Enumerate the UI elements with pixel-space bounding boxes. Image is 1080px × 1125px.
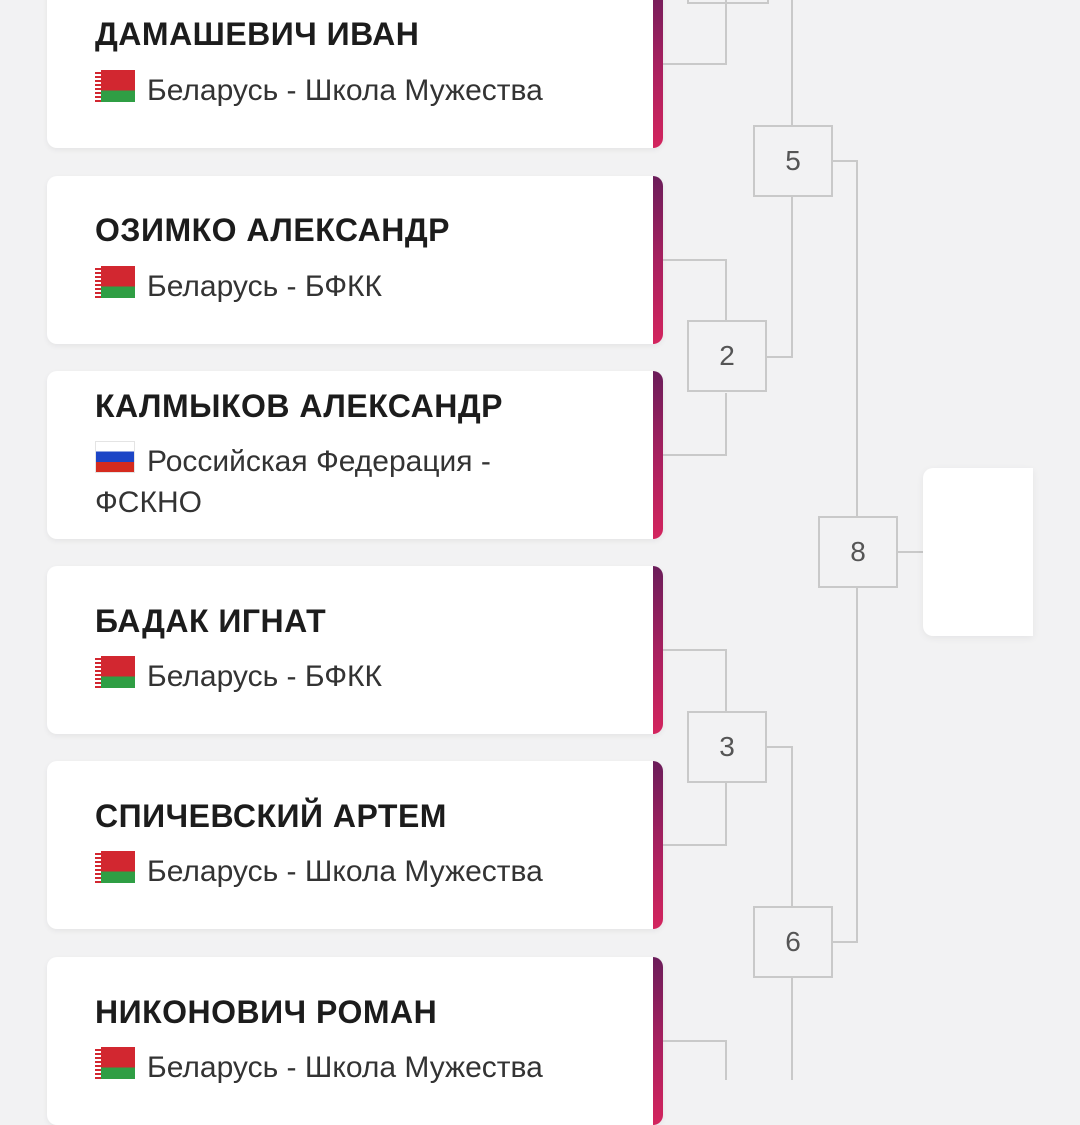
- participant-card[interactable]: БАДАК ИГНАТ Беларусь - БФКК: [47, 566, 663, 734]
- participant-name: ДАМАШЕВИЧ ИВАН: [95, 16, 420, 52]
- participant-card[interactable]: СПИЧЕВСКИЙ АРТЕМ Беларусь - Школа Мужест…: [47, 761, 663, 929]
- card-accent-bar: [653, 371, 663, 539]
- bracket-line: [725, 1040, 727, 1080]
- bracket-line: [663, 1040, 727, 1042]
- participant-club: Российская Федерация - ФСКНО: [95, 441, 565, 523]
- bracket-line: [791, 0, 793, 126]
- bracket-line: [791, 978, 793, 1080]
- bracket-line: [725, 0, 727, 65]
- participant-card[interactable]: КАЛМЫКОВ АЛЕКСАНДР Российская Федерация …: [47, 371, 663, 539]
- participant-card[interactable]: ОЗИМКО АЛЕКСАНДР Беларусь - БФКК: [47, 176, 663, 344]
- belarus-flag-icon: [95, 70, 135, 102]
- match-box-3[interactable]: 3: [687, 711, 767, 783]
- belarus-flag-icon: [95, 266, 135, 298]
- participant-name: БАДАК ИГНАТ: [95, 603, 327, 639]
- participant-club: Беларусь - Школа Мужества: [95, 851, 565, 892]
- card-accent-bar: [653, 761, 663, 929]
- bracket-line: [725, 783, 727, 846]
- bracket-line: [856, 160, 858, 517]
- participant-club: Беларусь - БФКК: [95, 656, 565, 697]
- participant-club: Беларусь - Школа Мужества: [95, 70, 565, 111]
- bracket-line: [663, 454, 727, 456]
- card-accent-bar: [653, 0, 663, 148]
- bracket-line: [833, 160, 858, 162]
- bracket-line: [767, 356, 793, 358]
- bracket-line: [663, 649, 727, 651]
- belarus-flag-icon: [95, 1047, 135, 1079]
- card-accent-bar: [653, 957, 663, 1125]
- bracket-line: [833, 941, 858, 943]
- participant-name: КАЛМЫКОВ АЛЕКСАНДР: [95, 388, 503, 424]
- card-accent-bar: [653, 566, 663, 734]
- participant-card[interactable]: НИКОНОВИЧ РОМАН Беларусь - Школа Мужеств…: [47, 957, 663, 1125]
- winner-card[interactable]: [923, 468, 1033, 636]
- match-box-8[interactable]: 8: [818, 516, 898, 588]
- tournament-bracket: ДАМАШЕВИЧ ИВАН Беларусь - Школа Мужества…: [47, 0, 1033, 1125]
- match-box-2[interactable]: 2: [687, 320, 767, 392]
- bracket-line: [791, 197, 793, 358]
- bracket-line: [856, 588, 858, 943]
- bracket-line: [767, 746, 793, 748]
- russia-flag-icon: [95, 441, 135, 473]
- match-box-5[interactable]: 5: [753, 125, 833, 197]
- match-box-6[interactable]: 6: [753, 906, 833, 978]
- card-accent-bar: [653, 176, 663, 344]
- bracket-line: [725, 649, 727, 712]
- bracket-line: [725, 259, 727, 322]
- participant-club: Беларусь - БФКК: [95, 266, 565, 307]
- participant-name: ОЗИМКО АЛЕКСАНДР: [95, 212, 450, 248]
- bracket-line: [663, 844, 727, 846]
- bracket-line: [898, 551, 924, 553]
- participant-card[interactable]: ДАМАШЕВИЧ ИВАН Беларусь - Школа Мужества: [47, 0, 663, 148]
- bracket-line: [725, 393, 727, 456]
- participant-name: СПИЧЕВСКИЙ АРТЕМ: [95, 798, 447, 834]
- participant-name: НИКОНОВИЧ РОМАН: [95, 994, 438, 1030]
- belarus-flag-icon: [95, 656, 135, 688]
- bracket-line: [687, 2, 769, 4]
- bracket-line: [663, 259, 727, 261]
- participant-club: Беларусь - Школа Мужества: [95, 1047, 565, 1088]
- belarus-flag-icon: [95, 851, 135, 883]
- bracket-line: [791, 746, 793, 907]
- bracket-line: [663, 63, 727, 65]
